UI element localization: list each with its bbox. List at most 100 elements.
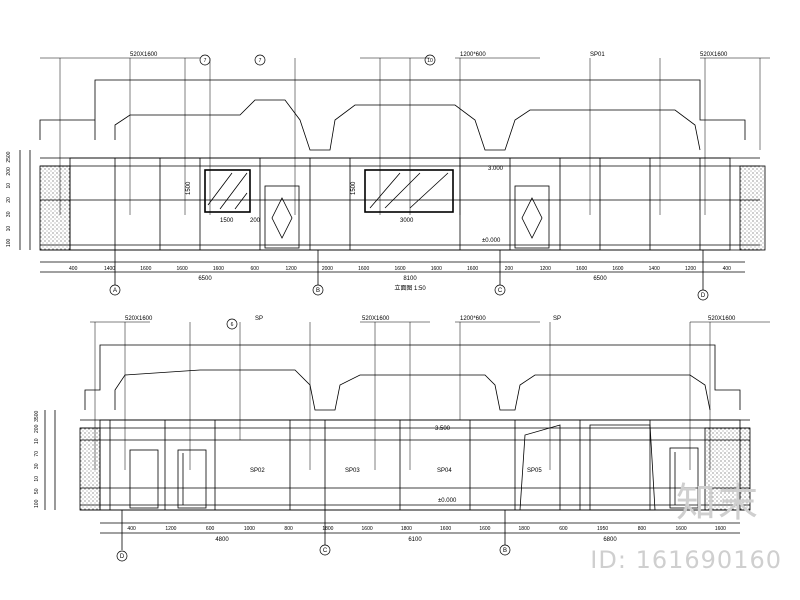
top-hdim-11: 1600	[467, 266, 478, 272]
top-axis-bubbles	[109, 284, 709, 301]
bottom-sp02: SP02	[250, 468, 265, 474]
top-elevation-lower: ±0.000	[482, 238, 501, 244]
top-hdim-6: 1200	[286, 266, 297, 272]
top-hdim-13: 1200	[540, 266, 551, 272]
bottom-sp05: SP05	[527, 468, 542, 474]
bottom-hdim-12: 1950	[597, 526, 608, 532]
bottom-total-1: 4800	[215, 537, 229, 543]
top-axis-d: D	[701, 293, 706, 299]
top-annotation-sp01: SP01	[590, 52, 605, 58]
top-hdim-14: 1600	[576, 266, 587, 272]
bottom-hdim-13: 800	[638, 526, 647, 532]
bottom-hdim-10: 1800	[519, 526, 530, 532]
top-hdim-9: 1600	[394, 266, 405, 272]
top-elevation	[19, 57, 770, 290]
bottom-horizontal-dims: 400 1200 600 1000 800 1800 1600 1800 1600 1600 180…	[127, 526, 726, 532]
bottom-detail-circle	[226, 318, 238, 330]
bottom-wall-body	[99, 419, 741, 511]
bottom-hdim-2: 600	[206, 526, 215, 532]
bottom-elevation-upper: 3.500	[435, 426, 451, 432]
top-total-2: 8100	[403, 276, 417, 282]
top-left-column	[39, 165, 71, 251]
top-leaders	[40, 57, 770, 215]
bottom-elevation	[44, 321, 770, 550]
bottom-hdim-11: 600	[559, 526, 568, 532]
top-window-center	[364, 169, 454, 213]
bottom-annotation-panel-top: 1200*600	[460, 316, 486, 322]
bottom-circle-1: 6	[231, 322, 234, 328]
top-total-1: 6500	[198, 276, 212, 282]
top-circle-1: 7	[204, 58, 207, 64]
top-circle-2: 7	[259, 58, 262, 64]
top-door-left	[264, 185, 300, 249]
bottom-total-3: 6800	[603, 537, 617, 543]
top-window-left	[204, 169, 251, 213]
bottom-annotation-panel-right: 520X1600	[708, 316, 736, 322]
bottom-sp04: SP04	[437, 468, 452, 474]
bottom-hdim-15: 1600	[715, 526, 726, 532]
bottom-axis-3: B	[503, 548, 507, 554]
bottom-vdim-2: 10	[34, 438, 40, 444]
top-window-w2: 3000	[400, 218, 414, 224]
top-vdim-0: 2500	[6, 151, 12, 162]
top-vdim-2: 10	[6, 183, 12, 189]
bottom-leaders	[90, 321, 770, 470]
top-soffit-profile	[39, 79, 746, 151]
top-circle-3: 10	[427, 58, 433, 64]
bottom-vdim-0: 3500	[34, 411, 40, 422]
bottom-hdim-6: 1600	[362, 526, 373, 532]
bottom-hdim-14: 1600	[676, 526, 687, 532]
watermark-id: ID: 161690160	[590, 546, 782, 574]
watermark-logo: 知末	[676, 480, 760, 526]
top-hdim-2: 1600	[140, 266, 151, 272]
bottom-hdim-9: 1600	[479, 526, 490, 532]
top-axis-c: C	[498, 288, 503, 294]
top-hdim-4: 1600	[213, 266, 224, 272]
top-panel-grid	[114, 158, 701, 250]
top-hdim-8: 1600	[358, 266, 369, 272]
top-annotation-panel-left: 520X1600	[130, 52, 158, 58]
top-hdim-12: 200	[505, 266, 514, 272]
bottom-hdim-7: 1800	[401, 526, 412, 532]
bottom-hdim-1: 1200	[165, 526, 176, 532]
top-vdim-3: 20	[6, 197, 12, 203]
bottom-axis-2: C	[323, 548, 328, 554]
bottom-right-column	[704, 427, 751, 511]
bottom-hdim-8: 1600	[440, 526, 451, 532]
top-hdim-16: 1400	[649, 266, 660, 272]
bottom-vdim-7: 100	[34, 499, 40, 508]
top-window-w1: 1500	[220, 218, 234, 224]
top-annotation-panel-center: 1200*600	[460, 52, 486, 58]
bottom-annotation-panel-center: 520X1600	[362, 316, 390, 322]
top-vdim-1: 200	[6, 167, 12, 176]
bottom-hdim-5: 1800	[322, 526, 333, 532]
top-hdim-3: 1600	[177, 266, 188, 272]
top-wall-body	[69, 157, 731, 251]
top-hdim-0: 400	[69, 266, 78, 272]
top-vdim-5: 10	[6, 226, 12, 232]
bottom-hdim-3: 1000	[244, 526, 255, 532]
top-hdim-1: 1400	[104, 266, 115, 272]
bottom-door-3	[669, 447, 699, 509]
top-elevation-upper: 3.000	[488, 166, 504, 172]
bottom-vdim-5: 10	[34, 476, 40, 482]
top-window-h2: 1500	[351, 181, 357, 195]
top-hdim-10: 1600	[431, 266, 442, 272]
bottom-door-1	[129, 449, 159, 509]
bottom-total-2: 6100	[408, 537, 422, 543]
top-detail-circles	[199, 54, 436, 66]
bottom-feature-wall	[519, 424, 656, 511]
bottom-vdim-3: 70	[34, 451, 40, 457]
top-axis-b: B	[316, 288, 320, 294]
top-vdim-4: 30	[6, 211, 12, 217]
top-hdim-18: 400	[723, 266, 732, 272]
bottom-door-2	[177, 449, 207, 509]
bottom-annotation-sp-a: SP	[255, 316, 263, 322]
top-right-column	[739, 165, 766, 251]
bottom-axis-bubbles	[116, 544, 511, 562]
bottom-sp03: SP03	[345, 468, 360, 474]
bottom-hdim-0: 400	[127, 526, 136, 532]
bottom-axis-1: D	[120, 554, 125, 560]
bottom-vdim-1: 200	[34, 424, 40, 433]
